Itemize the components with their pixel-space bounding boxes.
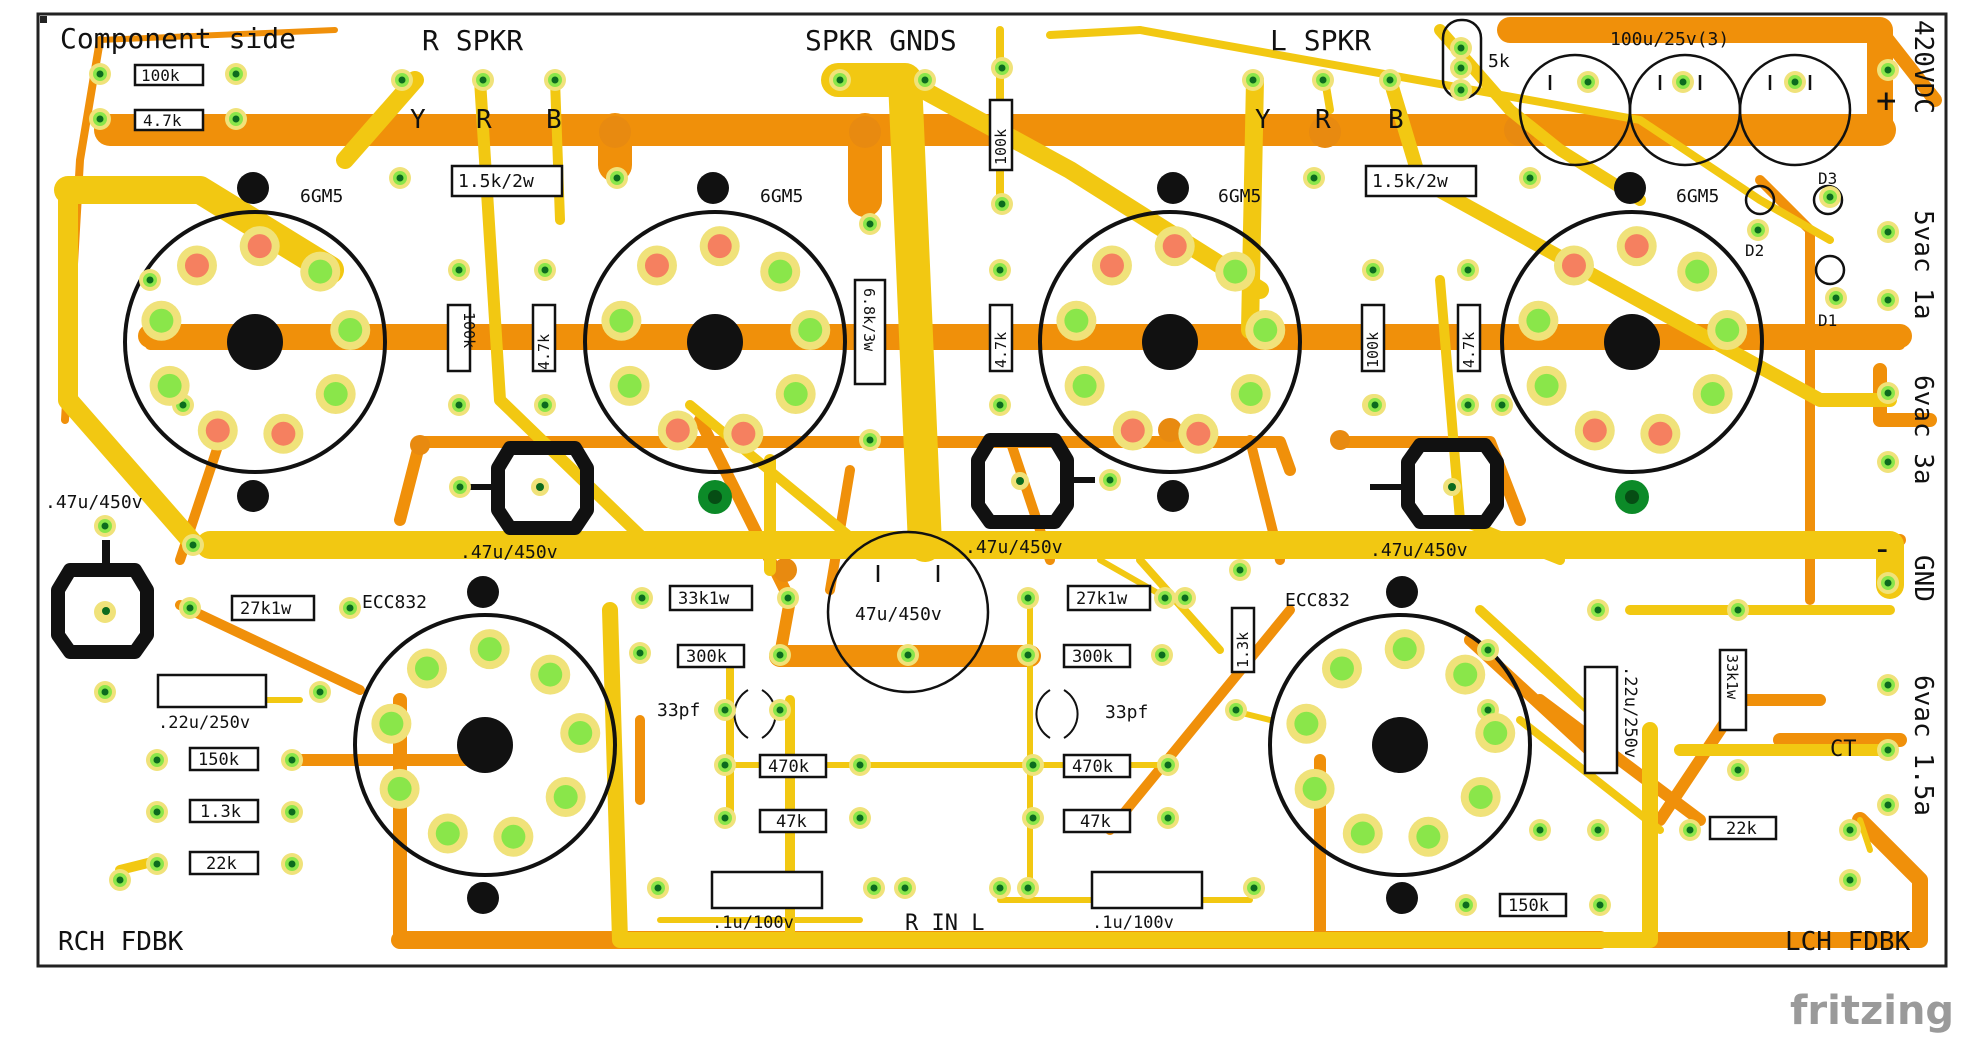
r-in-l-label: R IN L bbox=[905, 911, 984, 936]
tube2-label: 6GM5 bbox=[760, 186, 803, 207]
r-spkr-label: R SPKR bbox=[422, 24, 523, 57]
r300k-left-label: 300k bbox=[686, 647, 727, 667]
r33k-right-label: 33k1w bbox=[1723, 654, 1741, 700]
resistor-labels: 100k 4.7k 1.5k/2w 1.5k/2w 100k 4.7k 6.8k… bbox=[141, 66, 1757, 933]
ecc-socket-right bbox=[1268, 576, 1532, 914]
filter-caps bbox=[826, 18, 1852, 694]
r6-8k-label: 6.8k/3w bbox=[860, 288, 878, 352]
r1-5k-right-label: 1.5k/2w bbox=[1372, 171, 1448, 192]
cap-47-c-label: .47u/450v bbox=[1370, 540, 1468, 561]
r100k-mid-r-label: 100k bbox=[1364, 332, 1382, 368]
plus-label: + bbox=[1876, 81, 1896, 121]
coupling-caps bbox=[51, 433, 1504, 659]
r1-3k-left-label: 1.3k bbox=[200, 802, 241, 822]
ecc-left-label: ECC832 bbox=[362, 592, 427, 613]
ecc-right-label: ECC832 bbox=[1285, 590, 1350, 611]
pads bbox=[89, 37, 1899, 916]
board-title: Component side bbox=[60, 22, 296, 55]
labels: Component side R SPKR SPKR GNDS L SPKR Y… bbox=[45, 20, 1954, 1034]
r-b-label: B bbox=[546, 105, 562, 135]
pf33-left-label: 33pf bbox=[657, 700, 700, 721]
filter-caps-label: 100u/25v(3) bbox=[1610, 29, 1729, 50]
l-b-label: B bbox=[1388, 105, 1404, 135]
r22k-right-label: 22k bbox=[1726, 819, 1757, 839]
r100k-mid-l-label: 100k bbox=[460, 312, 478, 348]
c22-left-label: .22u/250v bbox=[158, 713, 250, 733]
vac5-label: 5vac 1a bbox=[1908, 210, 1938, 320]
r-r-label: R bbox=[476, 105, 492, 135]
l-r-label: R bbox=[1315, 105, 1331, 135]
ecc-socket-left bbox=[353, 576, 617, 914]
tube3-label: 6GM5 bbox=[1218, 186, 1261, 207]
r150k-left-label: 150k bbox=[198, 750, 239, 770]
tube1-label: 6GM5 bbox=[300, 186, 343, 207]
tube4-label: 6GM5 bbox=[1676, 186, 1719, 207]
r27k-left-label: 27k1w bbox=[240, 599, 292, 619]
cap-47-left-label: .47u/450v bbox=[45, 492, 143, 513]
tube-socket-1 bbox=[123, 172, 387, 512]
c22-right-label: .22u/250v bbox=[1620, 666, 1640, 758]
tube-socket-4 bbox=[1500, 172, 1764, 474]
cap-47u-center-label: 47u/450v bbox=[855, 604, 942, 625]
d3-label: D3 bbox=[1818, 169, 1837, 188]
d1-label: D1 bbox=[1818, 311, 1837, 330]
r150k-right-label: 150k bbox=[1508, 896, 1549, 916]
ct-label: CT bbox=[1830, 737, 1857, 762]
l-spkr-label: L SPKR bbox=[1270, 24, 1371, 57]
r47k-right-label: 47k bbox=[1080, 812, 1111, 832]
gnd-label: GND bbox=[1908, 555, 1938, 602]
l-y-label: Y bbox=[1255, 105, 1271, 135]
r1-3k-right-label: 1.3k bbox=[1234, 632, 1252, 668]
tube-socket-3 bbox=[1038, 172, 1302, 512]
r470k-right-label: 470k bbox=[1072, 757, 1113, 777]
r22k-left-label: 22k bbox=[206, 854, 237, 874]
r1-5k-left-label: 1.5k/2w bbox=[458, 171, 534, 192]
cap-47-a-label: .47u/450v bbox=[460, 542, 558, 563]
spkr-gnds-label: SPKR GNDS bbox=[805, 24, 957, 57]
orange-pads bbox=[410, 114, 1536, 582]
r100k-center-label: 100k bbox=[992, 129, 1010, 165]
r300k-right-label: 300k bbox=[1072, 647, 1113, 667]
c1u-right-label: .1u/100v bbox=[1092, 913, 1174, 933]
r4-7k-center-label: 4.7k bbox=[992, 332, 1010, 368]
r4-7k-mid-l-label: 4.7k bbox=[535, 334, 553, 370]
c1u-left-label: .1u/100v bbox=[712, 913, 794, 933]
rch-fdbk-label: RCH FDBK bbox=[58, 927, 184, 957]
fritzing-brand: fritzing bbox=[1790, 988, 1954, 1034]
r47k-left-label: 47k bbox=[776, 812, 807, 832]
d2-label: D2 bbox=[1745, 241, 1764, 260]
corner-mark bbox=[40, 16, 47, 23]
cap-47-b-label: .47u/450v bbox=[965, 537, 1063, 558]
r4-7k-mid-r-label: 4.7k bbox=[1460, 332, 1478, 368]
r-y-label: Y bbox=[410, 105, 426, 135]
pf33-right-label: 33pf bbox=[1105, 702, 1148, 723]
lch-fdbk-label: LCH FDBK bbox=[1785, 927, 1911, 957]
tube-socket-2 bbox=[583, 172, 847, 474]
minus-label: - bbox=[1872, 529, 1892, 569]
r100k-top-label: 100k bbox=[141, 66, 180, 85]
vac6-3-label: 6vac 3a bbox=[1908, 375, 1938, 485]
r33k-left-label: 33k1w bbox=[678, 589, 730, 609]
r4-7k-top-label: 4.7k bbox=[143, 111, 182, 130]
res-5k-label: 5k bbox=[1488, 51, 1510, 72]
v420-label: 420VDC bbox=[1908, 20, 1938, 114]
r27k-right-label: 27k1w bbox=[1076, 589, 1128, 609]
vac6-15-label: 6vac 1.5a bbox=[1908, 675, 1938, 816]
resistor-bodies bbox=[133, 63, 1778, 918]
r470k-left-label: 470k bbox=[768, 757, 809, 777]
